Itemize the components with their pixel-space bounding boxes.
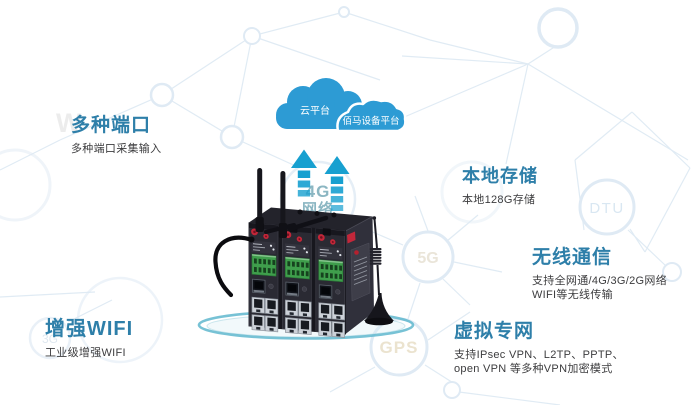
feature-enhanced-wifi: 增强WIFI 工业级增强WIFI [45, 312, 133, 361]
feature-enhanced-wifi-subtitle: 工业级增强WIFI [45, 347, 126, 359]
bg-label-gps: GPS [380, 338, 419, 357]
upload-arrows-icon [291, 149, 350, 211]
bg-label-3g: 3G [42, 332, 58, 346]
feature-local-storage-subtitle: 本地128G存储 [462, 194, 536, 206]
wifi-antenna-icon [255, 168, 329, 238]
cloud-device-platform-label: 佰马设备平台 [342, 115, 399, 127]
feature-vpn-subtitle-line2: open VPN 等多种VPN加密模式 [454, 362, 613, 375]
feature-local-storage: 本地存储 本地128G存储 [462, 162, 538, 208]
antenna-cable [213, 235, 255, 298]
feature-enhanced-wifi-title: 增强WIFI [45, 318, 134, 340]
feature-multi-port: 多种端口 多种端口采集输入 [71, 110, 161, 157]
network-nodes [0, 6, 682, 399]
background-watermark: W [56, 108, 82, 138]
cloud-platform-label: 云平台 [300, 104, 330, 117]
device-front-modules [248, 221, 346, 338]
feature-wireless-title: 无线通信 [532, 247, 613, 268]
feature-vpn-subtitle-line1: 支持IPsec VPN、L2TP、PPTP、 [454, 349, 624, 361]
whip-antenna-icon [364, 216, 394, 326]
router-device-image [213, 168, 394, 338]
feature-wireless-subtitle-line1: 支持全网通/4G/3G/2G网络 [532, 275, 667, 287]
feature-wireless: 无线通信 支持全网通/4G/3G/2G网络 WIFI等无线传输 [532, 242, 667, 302]
device-side-face [345, 216, 374, 334]
bg-label-5g: 5G [417, 250, 438, 267]
cloud-icon: 云平台 佰马设备平台 [276, 78, 407, 133]
bg-label-4g-line1: 4G [306, 182, 331, 201]
network-mesh [0, 11, 691, 405]
feature-vpn-title: 虚拟专网 [454, 321, 535, 342]
feature-wireless-subtitle-line2: WIFI等无线传输 [532, 288, 613, 301]
feature-vpn: 虚拟专网 支持IPsec VPN、L2TP、PPTP、 open VPN 等多种… [454, 316, 624, 376]
feature-multi-port-subtitle: 多种端口采集输入 [71, 143, 162, 155]
feature-multi-port-title: 多种端口 [71, 115, 152, 136]
bg-label-dtu: DTU [589, 200, 624, 217]
feature-local-storage-title: 本地存储 [462, 166, 538, 186]
